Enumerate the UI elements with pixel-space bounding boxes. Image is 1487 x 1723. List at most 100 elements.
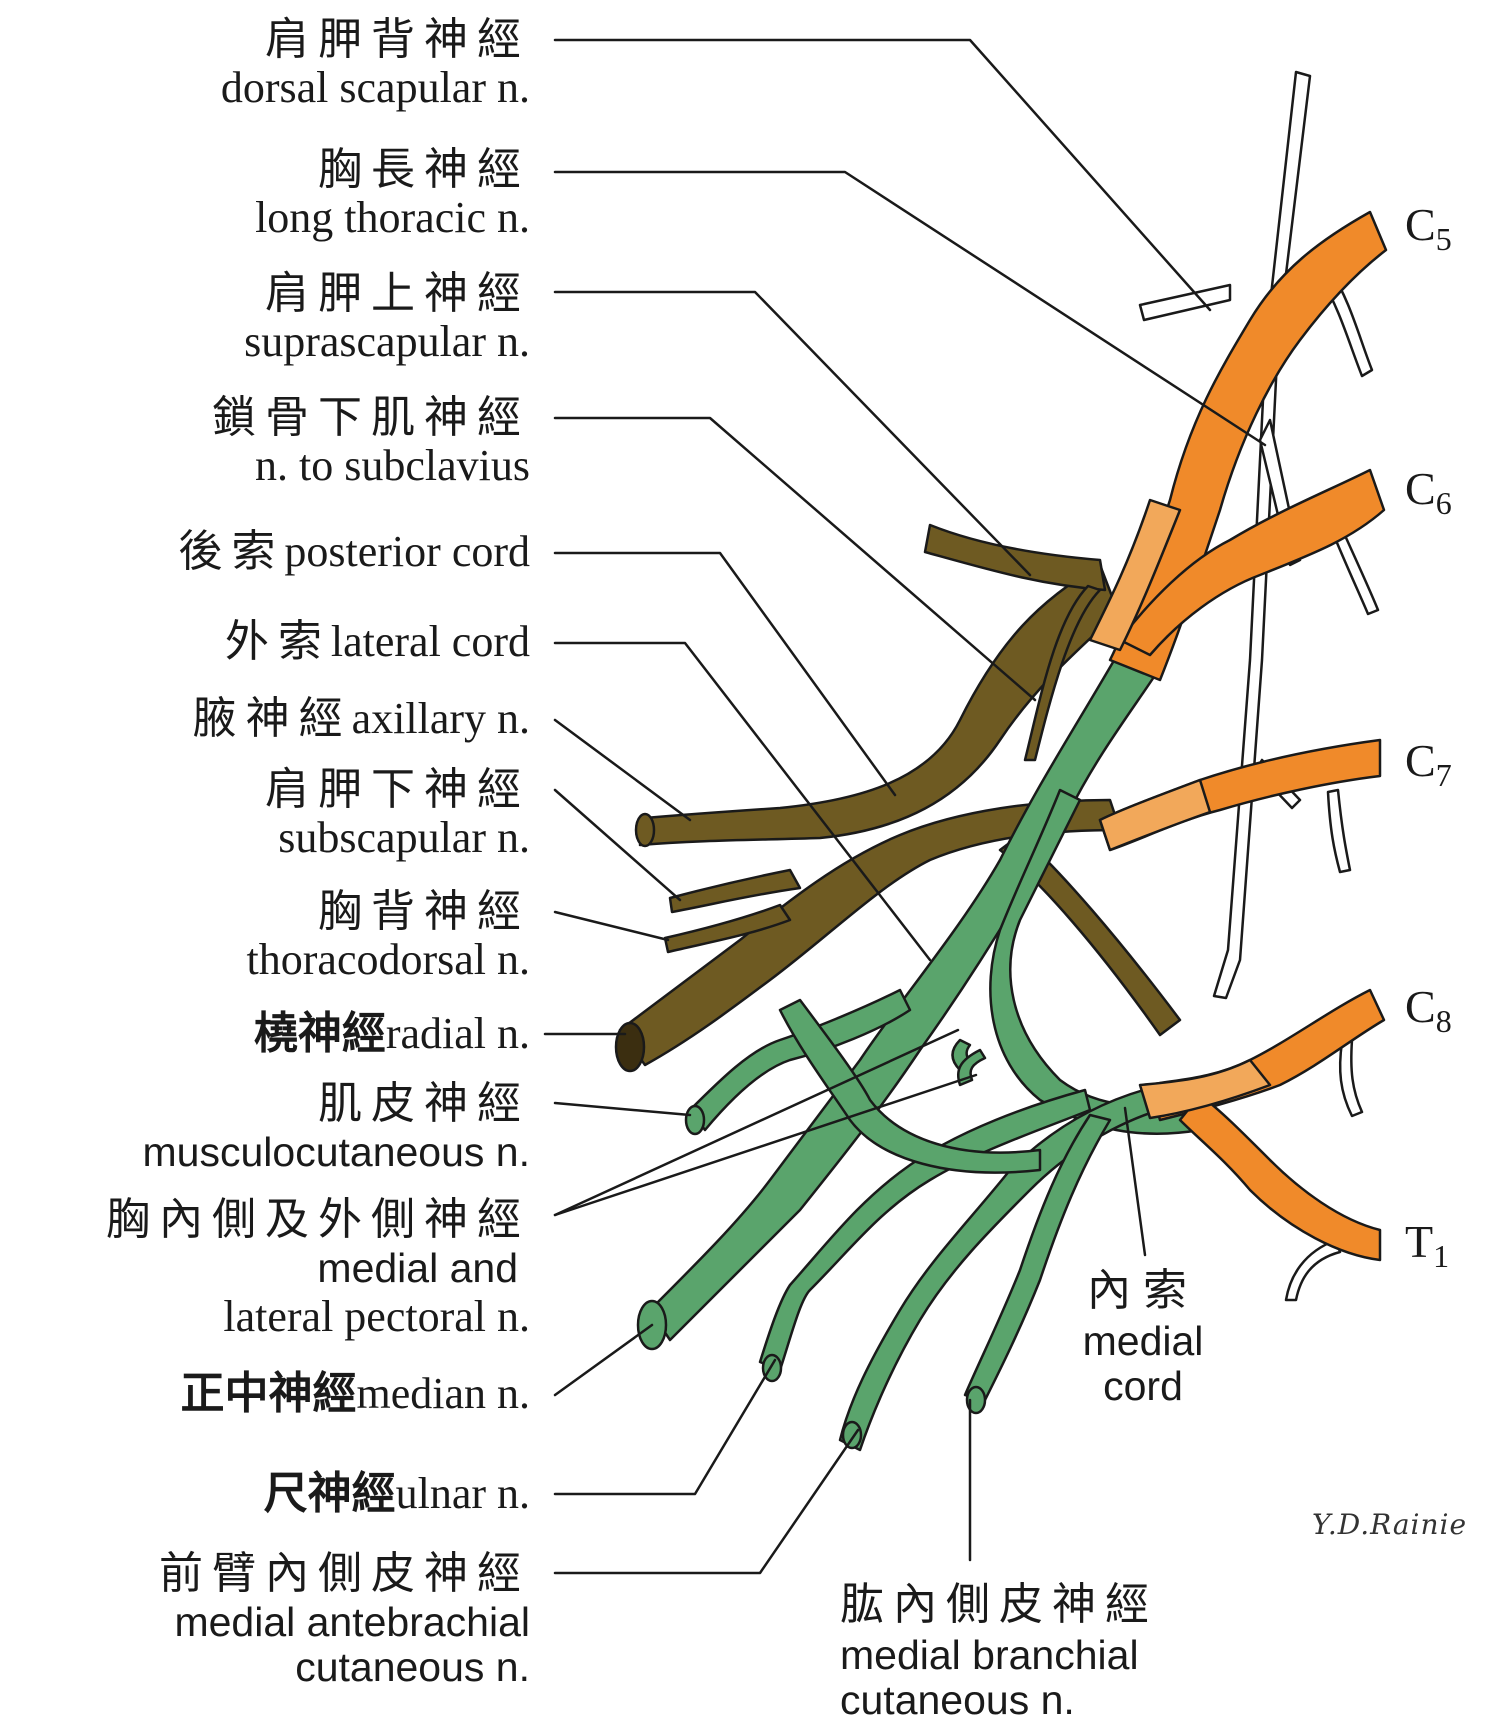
anterior-divisions-group: [648, 648, 1202, 1452]
label-suprascapular: 肩胛上神經 suprascapular n.: [244, 272, 530, 364]
leader-medial-cord: [1123, 1106, 1147, 1257]
label-pectoral-en2: lateral pectoral n.: [223, 1292, 530, 1341]
label-subclavius-zh: 鎖骨下肌神經: [212, 392, 530, 443]
med-antebrachial-end: [841, 1420, 863, 1450]
label-axillary-en: axillary n.: [351, 694, 530, 743]
label-musculocutaneous: 肌皮神經 musculocutaneous n.: [143, 1082, 530, 1173]
label-subscapular-zh: 肩胛下神經: [265, 764, 530, 815]
leader-lines: [543, 38, 1267, 1575]
leader-lateral-cord: [553, 641, 932, 962]
leader-pectoral-2: [553, 1073, 978, 1217]
root-label-c8-sub: 8: [1435, 1003, 1452, 1039]
label-suprascapular-en: suprascapular n.: [244, 317, 530, 366]
axillary-end: [634, 812, 656, 848]
label-med-brachial-en1: medial branchial: [840, 1632, 1139, 1679]
root-label-c6-base: C: [1405, 463, 1436, 514]
root-label-t1-sub: 1: [1433, 1238, 1450, 1274]
label-medial-cord-en1: medial: [1082, 1318, 1204, 1365]
leader-posterior-cord: [553, 551, 897, 797]
leader-suprascapular: [553, 290, 1032, 577]
label-musculocutaneous-zh: 肌皮神經: [318, 1078, 530, 1129]
label-suprascapular-zh: 肩胛上神經: [265, 268, 530, 319]
label-subscapular-en: subscapular n.: [278, 813, 530, 862]
label-dorsal-scapular-en: dorsal scapular n.: [220, 63, 530, 112]
lower-trunk: [1138, 1058, 1272, 1120]
leader-dorsal-scapular: [553, 38, 1212, 312]
root-label-t1-base: T: [1405, 1216, 1434, 1267]
label-subscapular: 肩胛下神經 subscapular n.: [265, 768, 530, 860]
label-posterior-cord: 後索posterior cord: [178, 530, 530, 574]
leader-subclavius: [553, 416, 1037, 702]
label-long-thoracic: 胸長神經 long thoracic n.: [255, 148, 530, 240]
label-med-antebrachial: 前臂內側皮神經 medial antebrachial cutaneous n.: [159, 1552, 530, 1688]
root-label-c5-sub: 5: [1435, 221, 1452, 257]
leader-med-antebrachial: [553, 1428, 860, 1575]
label-med-antebrachial-zh: 前臂內側皮神經: [159, 1548, 530, 1599]
label-med-brachial-zh: 肱內側皮神經: [840, 1579, 1158, 1630]
leader-median: [553, 1323, 654, 1397]
label-long-thoracic-en: long thoracic n.: [255, 193, 530, 242]
label-med-antebrachial-en1: medial antebrachial: [174, 1599, 530, 1645]
label-subclavius-en: n. to subclavius: [255, 441, 530, 490]
label-median-en: median n.: [356, 1369, 530, 1418]
root-label-c6: C6: [1405, 462, 1452, 522]
root-label-c8: C8: [1405, 980, 1452, 1040]
root-label-c5: C5: [1405, 198, 1452, 258]
root-c5: [1108, 210, 1388, 682]
label-thoracodorsal-en: thoracodorsal n.: [246, 935, 530, 984]
roots-trunks-group: [1088, 210, 1388, 1262]
leader-musculocutaneous: [553, 1101, 692, 1117]
upper-trunk: [1088, 498, 1182, 652]
leader-axillary: [553, 718, 692, 822]
label-ulnar: 尺神經ulnar n.: [264, 1472, 530, 1516]
label-dorsal-scapular: 肩胛背神經 dorsal scapular n.: [221, 18, 530, 110]
label-thoracodorsal: 胸背神經 thoracodorsal n.: [247, 890, 530, 982]
leader-subscapular: [553, 788, 682, 902]
label-medial-cord-zh: 內索: [1087, 1265, 1199, 1316]
root-label-c8-base: C: [1405, 981, 1436, 1032]
label-posterior-cord-en: posterior cord: [284, 527, 530, 576]
label-med-brachial: 肱內側皮神經 medial branchial cutaneous n.: [840, 1579, 1158, 1723]
root-label-c7: C7: [1405, 734, 1452, 794]
leader-pectoral-1: [553, 1028, 960, 1217]
label-median-zh: 正中神經: [180, 1368, 357, 1419]
label-lateral-cord: 外索lateral cord: [225, 620, 530, 664]
label-subclavius: 鎖骨下肌神經 n. to subclavius: [212, 396, 530, 488]
label-radial-en: radial n.: [385, 1009, 530, 1058]
label-pectoral-en1: medial and: [317, 1245, 518, 1291]
root-label-c7-sub: 7: [1435, 757, 1452, 793]
label-musculocutaneous-en: musculocutaneous n.: [142, 1129, 530, 1175]
med-brachial-end: [965, 1385, 987, 1415]
label-lateral-cord-zh: 外索: [224, 616, 331, 667]
leader-thoracodorsal: [553, 910, 670, 942]
label-dorsal-scapular-zh: 肩胛背神經: [265, 14, 530, 65]
label-pectoral: 胸內側及外側神經 medial and lateral pectoral n.: [106, 1198, 530, 1339]
label-axillary-zh: 腋神經: [192, 693, 352, 744]
label-ulnar-en: ulnar n.: [395, 1469, 530, 1518]
label-lateral-cord-en: lateral cord: [330, 617, 530, 666]
posterior-cord-group: [618, 523, 1182, 1067]
middle-trunk: [1098, 778, 1212, 852]
label-medial-cord: 內索 medial cord: [1063, 1265, 1223, 1410]
leader-long-thoracic: [553, 170, 1267, 447]
label-medial-cord-en2: cord: [1103, 1363, 1183, 1410]
label-pectoral-zh: 胸內側及外側神經: [106, 1194, 530, 1245]
root-label-c5-base: C: [1405, 199, 1436, 250]
label-med-antebrachial-en2: cutaneous n.: [295, 1644, 530, 1690]
label-posterior-cord-zh: 後索: [178, 526, 285, 577]
label-long-thoracic-zh: 胸長神經: [318, 144, 530, 195]
root-t1: [1178, 1093, 1382, 1262]
label-ulnar-zh: 尺神經: [263, 1468, 396, 1519]
label-thoracodorsal-zh: 胸背神經: [318, 886, 530, 937]
leader-ulnar: [553, 1358, 777, 1496]
root-label-t1: T1: [1405, 1215, 1449, 1275]
artist-signature: Y.D.Rainie: [1312, 1508, 1468, 1541]
label-radial-zh: 橈神經: [253, 1008, 386, 1059]
root-label-c7-base: C: [1405, 735, 1436, 786]
label-med-brachial-en2: cutaneous n.: [840, 1677, 1075, 1723]
label-axillary: 腋神經axillary n.: [193, 697, 530, 741]
label-radial: 橈神經radial n.: [254, 1012, 530, 1056]
radial-end: [614, 1021, 646, 1073]
musculocutaneous-end: [684, 1104, 706, 1136]
